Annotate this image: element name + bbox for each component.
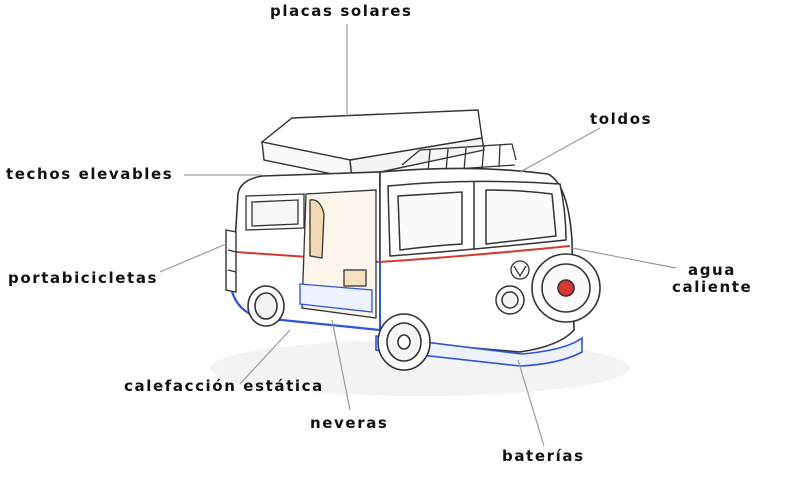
- roof-rack: [401, 143, 517, 173]
- leader-fridges: [331, 319, 351, 411]
- leader-bike-rack: [159, 243, 227, 273]
- label-hot-water-line1: agua: [687, 261, 737, 279]
- rear-bike-rack: [225, 229, 237, 293]
- leader-awnings: [519, 127, 601, 173]
- front-wheel: [377, 313, 431, 371]
- label-pop-top-roofs: techos elevables: [6, 165, 174, 183]
- label-fridges: neveras: [310, 414, 389, 432]
- windshield: [387, 180, 567, 257]
- front-badge: [510, 260, 530, 280]
- label-bike-rack: portabicicletas: [8, 269, 159, 287]
- leader-static-heating: [239, 329, 291, 385]
- sliding-door-opening: [299, 189, 377, 319]
- body-stripe-red: [235, 245, 571, 264]
- side-windows: [245, 193, 305, 231]
- leader-batteries: [517, 359, 545, 447]
- rear-wheel: [247, 285, 285, 327]
- label-hot-water: agua caliente: [672, 262, 752, 296]
- label-batteries: baterías: [502, 447, 585, 465]
- leader-hot-water: [571, 247, 677, 269]
- headlights: [495, 285, 525, 315]
- label-hot-water-line2: caliente: [672, 278, 753, 296]
- spare-wheel: [531, 253, 601, 323]
- label-solar-panels: placas solares: [270, 2, 413, 20]
- label-static-heating: calefacción estática: [124, 377, 324, 395]
- label-awnings: toldos: [590, 110, 653, 128]
